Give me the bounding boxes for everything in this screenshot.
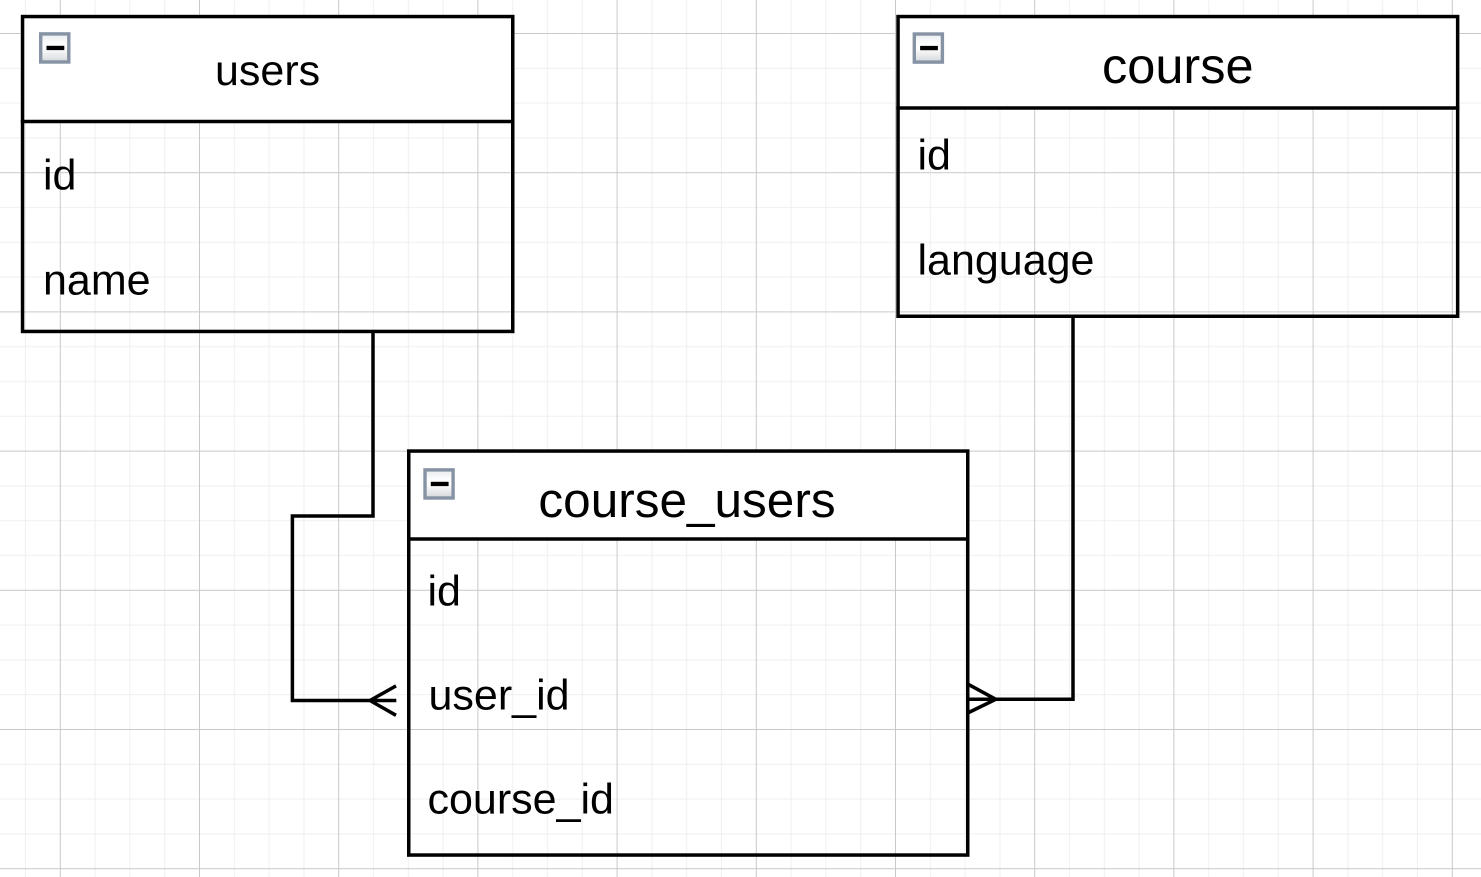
svg-text:course: course [1102,37,1254,94]
svg-text:id: id [918,132,951,180]
svg-text:user_id: user_id [429,672,570,720]
svg-text:course_id: course_id [428,776,614,824]
svg-text:users: users [215,47,320,95]
svg-text:id: id [428,568,461,616]
svg-text:name: name [43,257,151,305]
svg-text:id: id [43,152,76,200]
svg-text:language: language [918,237,1095,285]
svg-text:course_users: course_users [538,473,835,528]
